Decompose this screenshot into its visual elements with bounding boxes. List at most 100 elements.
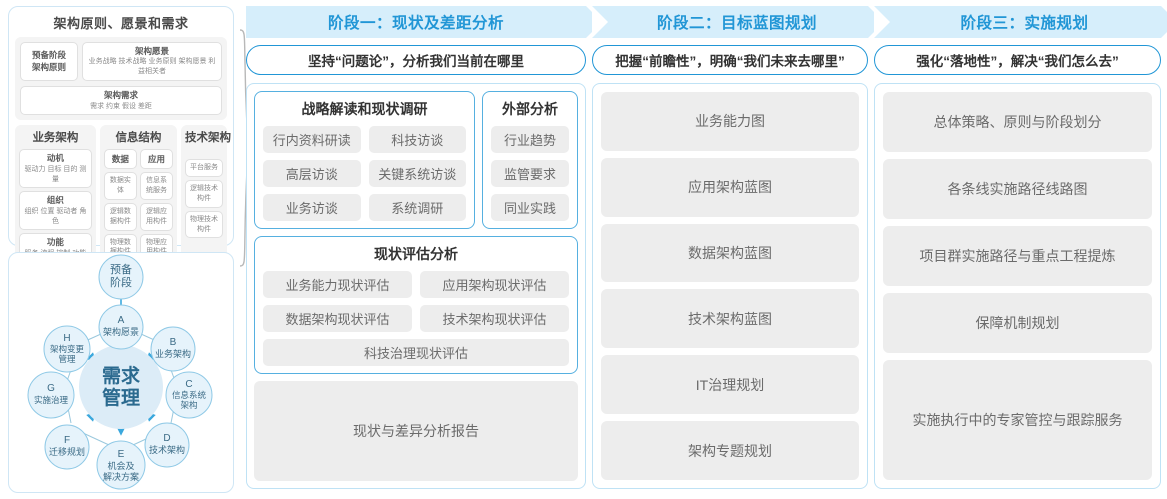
svg-text:E: E <box>118 449 125 460</box>
phase-2-item[interactable]: 技术架构蓝图 <box>601 289 859 349</box>
assessment-chip[interactable]: 数据架构现状评估 <box>263 305 412 332</box>
external-chip[interactable]: 监管要求 <box>491 160 569 187</box>
togaf-prelim-head: 预备阶段 <box>31 50 66 61</box>
togaf-vision-cell: 架构愿景 业务战略 技术战略 业务原则 架构愿景 利益相关者 <box>82 42 222 82</box>
phase-2-item[interactable]: 数据架构蓝图 <box>601 223 859 283</box>
togaf-vision-group: 预备阶段 架构原则 架构愿景 业务战略 技术战略 业务原则 架构愿景 利益相关者… <box>15 37 227 121</box>
survey-chip[interactable]: 关键系统访谈 <box>368 160 466 187</box>
phase-3-subtitle-text: 强化“落地性”，解决“我们怎么去” <box>916 54 1119 69</box>
phase-2-subtitle-text: 把握“前瞻性”，明确“我们未来去哪里” <box>615 54 845 69</box>
togaf-domain-columns: 业务架构 动机 驱动力 目标 目的 测量 组织 组织 位置 驱动者 角色 功能 <box>15 125 231 267</box>
svg-text:技术架构: 技术架构 <box>149 444 185 455</box>
external-chip[interactable]: 同业实践 <box>491 194 569 221</box>
togaf-requirements-sub: 需求 约束 假设 差距 <box>90 102 152 110</box>
togaf-column-technology: 技术架构 平台服务 逻辑技术构件 物理技术构件 <box>181 125 231 267</box>
svg-text:管理: 管理 <box>58 354 76 364</box>
phase-2-item[interactable]: 架构专题规划 <box>601 421 859 480</box>
togaf-subcolumn-data: 数据 数据实体 逻辑数据构件 物理数据构件 <box>103 149 137 262</box>
phase-3-header-text: 阶段三：实施规划 <box>960 15 1089 32</box>
phase-3-item[interactable]: 实施执行中的专家管控与跟踪服务 <box>883 360 1152 480</box>
phase-1-header-text: 阶段一：现状及差距分析 <box>327 15 504 32</box>
assessment-chip[interactable]: 技术架构现状评估 <box>420 305 569 332</box>
survey-chip[interactable]: 系统调研 <box>368 194 466 221</box>
svg-text:解决方案: 解决方案 <box>103 471 139 482</box>
assessment-chip[interactable]: 科技治理现状评估 <box>263 339 569 366</box>
togaf-cell: 平台服务 <box>185 159 223 178</box>
svg-text:架构愿景: 架构愿景 <box>103 326 139 337</box>
external-chip[interactable]: 行业趋势 <box>491 126 569 153</box>
togaf-column-business-title: 业务架构 <box>32 132 79 145</box>
phase-1-subtitle: 坚持“问题论”，分析我们当前在哪里 <box>246 45 586 75</box>
svg-text:机会及: 机会及 <box>107 460 134 471</box>
assessment-chip[interactable]: 业务能力现状评估 <box>263 271 412 298</box>
assessment-card-title: 现状评估分析 <box>374 246 458 262</box>
chip-row: 业务能力现状评估 应用架构现状评估 <box>263 271 569 298</box>
togaf-prelim-cell: 预备阶段 架构原则 <box>20 42 78 82</box>
togaf-subcolumn-head: 数据 <box>103 149 137 170</box>
phase-2-body: 业务能力图 应用架构蓝图 数据架构蓝图 技术架构蓝图 IT治理规划 架构专题规划 <box>592 83 868 489</box>
togaf-cell: 组织 组织 位置 驱动者 角色 <box>19 191 92 231</box>
togaf-framework-card: 架构原则、愿景和需求 预备阶段 架构原则 架构愿景 业务战略 技术战略 业务原则… <box>8 6 234 323</box>
survey-chip[interactable]: 高层访谈 <box>263 160 361 187</box>
svg-text:管理: 管理 <box>102 386 140 409</box>
svg-text:阶段: 阶段 <box>110 275 132 289</box>
chip-row: 科技治理现状评估 <box>263 339 569 366</box>
chip-row: 行内资料研读 科技访谈 <box>263 126 466 153</box>
phase-1-top-row: 战略解读和现状调研 行内资料研读 科技访谈 高层访谈 关键系统访谈 业务访谈 系… <box>254 91 578 229</box>
svg-text:架构: 架构 <box>180 400 197 410</box>
togaf-cell-head: 动机 <box>46 153 64 164</box>
svg-text:F: F <box>64 435 70 446</box>
assessment-chip[interactable]: 应用架构现状评估 <box>420 271 569 298</box>
phase-3-item[interactable]: 保障机制规划 <box>883 293 1152 353</box>
svg-text:B: B <box>170 337 177 348</box>
svg-text:G: G <box>47 383 55 394</box>
togaf-cell-sub: 驱动力 目标 目的 测量 <box>24 165 87 183</box>
phase-2-header-text: 阶段二：目标蓝图规划 <box>656 15 817 32</box>
survey-chip[interactable]: 行内资料研读 <box>263 126 361 153</box>
phase-3-item[interactable]: 各条线实施路径线路图 <box>883 159 1152 219</box>
togaf-column-business: 业务架构 动机 驱动力 目标 目的 测量 组织 组织 位置 驱动者 角色 功能 <box>15 125 96 267</box>
togaf-cell: 逻辑数据构件 <box>103 202 137 231</box>
survey-chip[interactable]: 科技访谈 <box>368 126 466 153</box>
svg-text:实施治理: 实施治理 <box>34 395 69 405</box>
togaf-column-technology-title: 技术架构 <box>185 132 231 145</box>
togaf-requirements-head: 架构需求 <box>103 90 138 101</box>
phase-1-report-chip[interactable]: 现状与差异分析报告 <box>254 381 578 481</box>
phase-3-item[interactable]: 项目群实施路径与重点工程提炼 <box>883 226 1152 286</box>
phase-2-header: 阶段二：目标蓝图规划 <box>592 6 884 38</box>
togaf-cell: 逻辑应用构件 <box>139 202 173 231</box>
phase-2-subtitle: 把握“前瞻性”，明确“我们未来去哪里” <box>592 45 868 75</box>
phase-3-column: 阶段三：实施规划 强化“落地性”，解决“我们怎么去” 总体策略、原则与阶段划分 … <box>874 6 1167 489</box>
phase-3-header: 阶段三：实施规划 <box>874 6 1167 38</box>
svg-text:信息系统: 信息系统 <box>172 390 207 400</box>
togaf-cell: 数据实体 <box>103 172 137 200</box>
adm-cycle-card: 需求 管理 预备 阶段 A 架构愿景 B 业务架构 C 信息系统 架构 D 技术… <box>8 252 234 493</box>
togaf-title: 架构原则、愿景和需求 <box>53 16 189 31</box>
phase-3-item[interactable]: 总体策略、原则与阶段划分 <box>883 92 1152 152</box>
chip-row: 数据架构现状评估 技术架构现状评估 <box>263 305 569 332</box>
togaf-vision-sub: 业务战略 技术战略 业务原则 架构愿景 利益相关者 <box>88 58 216 76</box>
togaf-cell: 物理技术构件 <box>185 210 223 239</box>
survey-card: 战略解读和现状调研 行内资料研读 科技访谈 高层访谈 关键系统访谈 业务访谈 系… <box>254 91 475 229</box>
togaf-cell-head: 组织 <box>46 195 64 206</box>
togaf-subcolumn-application: 应用 信息系统服务 逻辑应用构件 物理应用构件 <box>139 149 173 262</box>
togaf-subcolumn-head: 应用 <box>139 149 173 170</box>
togaf-vision-head: 架构愿景 <box>134 46 169 56</box>
togaf-cell: 信息系统服务 <box>139 172 173 200</box>
phase-2-column: 阶段二：目标蓝图规划 把握“前瞻性”，明确“我们未来去哪里” 业务能力图 应用架… <box>592 6 884 489</box>
svg-text:迁移规划: 迁移规划 <box>49 446 85 457</box>
survey-chip[interactable]: 业务访谈 <box>263 194 361 221</box>
phase-1-subtitle-text: 坚持“问题论”，分析我们当前在哪里 <box>308 54 524 69</box>
phase-1-column: 阶段一：现状及差距分析 坚持“问题论”，分析我们当前在哪里 战略解读和现状调研 … <box>246 6 602 489</box>
togaf-column-information: 信息结构 数据 数据实体 逻辑数据构件 <box>99 125 177 267</box>
left-panel: 架构原则、愿景和需求 预备阶段 架构原则 架构愿景 业务战略 技术战略 业务原则… <box>8 6 257 493</box>
phase-2-item[interactable]: 应用架构蓝图 <box>601 157 859 217</box>
togaf-cell: 逻辑技术构件 <box>185 180 223 208</box>
svg-text:预备: 预备 <box>110 262 132 276</box>
svg-text:A: A <box>118 315 125 326</box>
phase-2-item[interactable]: 业务能力图 <box>601 92 859 151</box>
phase-1-body: 战略解读和现状调研 行内资料研读 科技访谈 高层访谈 关键系统访谈 业务访谈 系… <box>246 83 586 489</box>
phase-2-item[interactable]: IT治理规划 <box>601 355 859 415</box>
chip-row: 高层访谈 关键系统访谈 <box>263 160 466 187</box>
togaf-requirements-cell: 架构需求 需求 约束 假设 差距 <box>20 86 222 116</box>
